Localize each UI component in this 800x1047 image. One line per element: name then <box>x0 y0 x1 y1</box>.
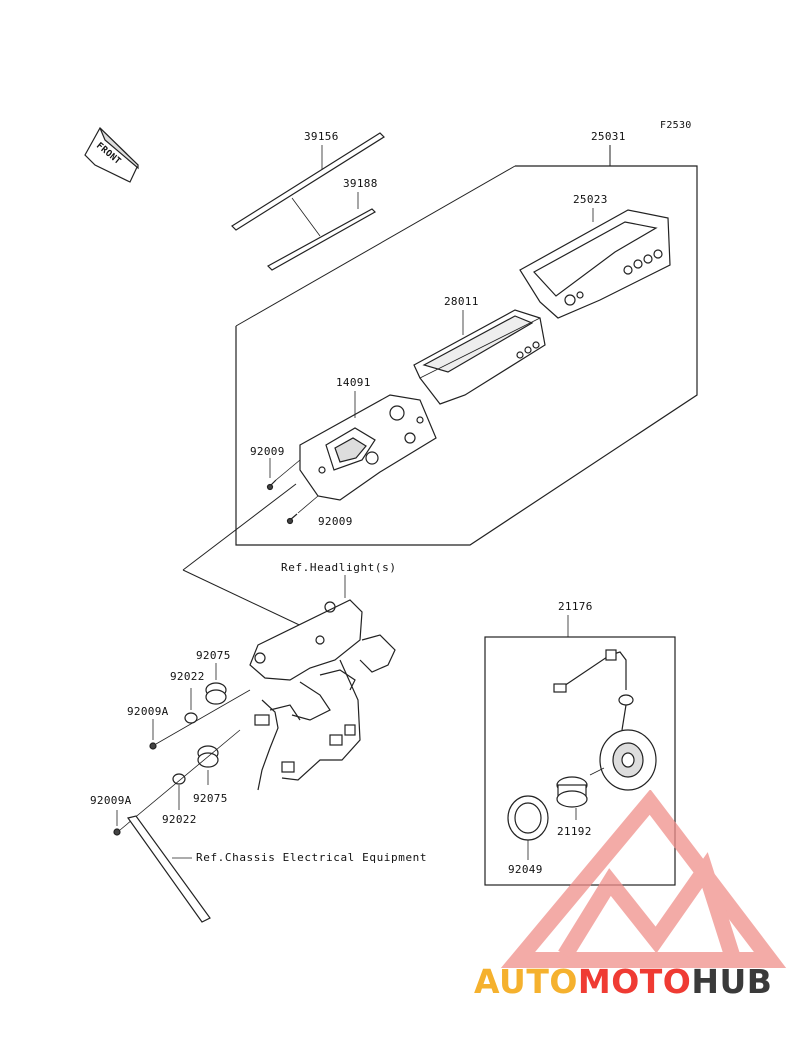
watermark-text: AUTOMOTOHUB <box>474 962 772 1001</box>
damper-92075-a <box>205 663 227 705</box>
assembly-box-outline <box>235 165 698 546</box>
watermark-hub: HUB <box>691 962 773 1001</box>
meter-case-14091 <box>299 391 437 501</box>
washer-92022-a <box>184 688 198 724</box>
watermark-auto: AUTO <box>474 962 578 1001</box>
meter-cover-25023 <box>519 208 671 319</box>
sheet-39188 <box>267 208 376 271</box>
screw-92009A-b <box>113 729 241 836</box>
automotohub-logo-icon <box>500 790 787 968</box>
label-92009A-a: 92009A <box>127 705 169 718</box>
cable-tie <box>127 815 211 923</box>
lcd-unit-28011 <box>413 309 546 405</box>
label-92022-a: 92022 <box>170 670 205 683</box>
label-92075-a: 92075 <box>196 649 231 662</box>
label-14091: 14091 <box>336 376 371 389</box>
label-92075-b: 92075 <box>193 792 228 805</box>
washer-92022-b <box>172 773 186 810</box>
damper-92075-b <box>197 745 219 785</box>
diagram-code: F2530 <box>660 120 692 131</box>
gear-21192 <box>556 767 605 820</box>
label-25023: 25023 <box>573 193 608 206</box>
seal-92049 <box>507 795 549 860</box>
label-92009-a: 92009 <box>250 445 285 458</box>
ref-headlight-label: Ref.Headlight(s) <box>281 561 397 574</box>
meter-bracket <box>249 599 396 791</box>
label-25031: 25031 <box>591 130 626 143</box>
screw-92009A-a <box>149 689 251 750</box>
label-21176: 21176 <box>558 600 593 613</box>
ref-chassis-label: Ref.Chassis Electrical Equipment <box>196 851 428 864</box>
label-21192: 21192 <box>557 825 592 838</box>
sheet-39156 <box>231 132 385 231</box>
label-28011: 28011 <box>444 295 479 308</box>
screw-92009-b <box>286 513 298 525</box>
label-92009A-b: 92009A <box>90 794 132 807</box>
watermark-moto: MOTO <box>577 962 692 1001</box>
speedometer-cable-21176 <box>553 649 657 791</box>
screw-92009-a <box>266 479 277 491</box>
label-92009-b: 92009 <box>318 515 353 528</box>
label-39156: 39156 <box>304 130 339 143</box>
label-39188: 39188 <box>343 177 378 190</box>
front-arrow-icon <box>84 127 139 183</box>
label-92049: 92049 <box>508 863 543 876</box>
label-92022-b: 92022 <box>162 813 197 826</box>
